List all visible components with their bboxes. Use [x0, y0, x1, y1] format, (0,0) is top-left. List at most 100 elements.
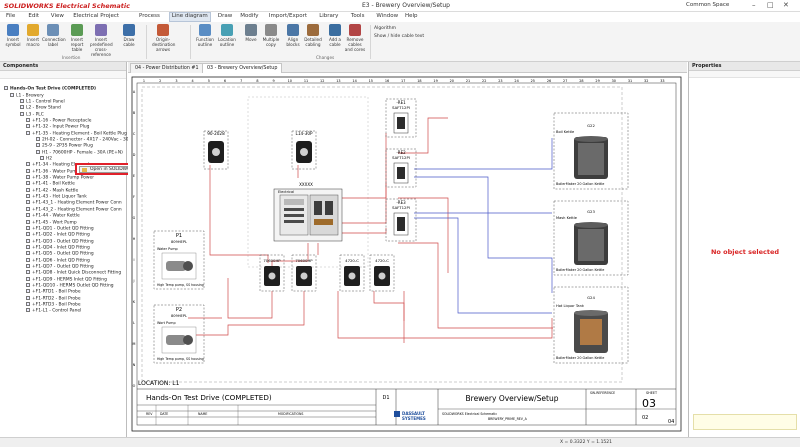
tree-item[interactable]: +F1-RTD2 - Boil Probe [26, 295, 81, 302]
menu-edit[interactable]: Edit [28, 13, 40, 19]
relay-re1: -RE1 SAFT12PI [385, 98, 417, 138]
tree-item[interactable]: H1 - 70600HP - Female - 30A (PE+N) [36, 149, 123, 156]
ribbon-button-insert-macro[interactable]: Insert macro [22, 24, 44, 54]
ribbon-button-draw-cable[interactable]: Draw cable [118, 24, 140, 54]
tree-item[interactable]: +F1-L1 - Control Panel [26, 308, 81, 314]
user-name[interactable]: Common Space [686, 2, 730, 8]
component-icon [26, 175, 30, 180]
ribbon-icon [157, 24, 169, 36]
ribbon-button-location-outline[interactable]: Location outline [216, 24, 238, 54]
tree-item[interactable]: +F1-QD1 - Outlet QD Fitting [26, 225, 94, 232]
close-icon[interactable]: ✕ [783, 1, 789, 9]
ribbon-button-move[interactable]: Move [240, 24, 262, 54]
menu-tools[interactable]: Tools [350, 13, 365, 19]
title-block-mod-header: MODIFICATIONS [278, 412, 303, 416]
ribbon-button-insert-report-table[interactable]: Insert report table [66, 24, 88, 54]
menu-window[interactable]: Window [376, 13, 399, 19]
menu-line-diagram[interactable]: Line diagram [168, 12, 211, 22]
menu-bar: File Edit View Electrical Project Process Lin… [0, 12, 800, 22]
tree-item[interactable]: +F1-RTD3 - Boil Probe [26, 302, 81, 308]
no-object-message: No object selected [710, 248, 780, 256]
tree-item[interactable]: +F1-41 - Boil Kettle [26, 181, 75, 187]
tree-item[interactable]: L1 - Brewery [10, 92, 44, 99]
ribbon-button-label: Function outline [196, 37, 214, 47]
tree-item[interactable]: +F1-RTD1 - Boil Probe [26, 289, 81, 295]
tree-item[interactable]: L3 - PLC [20, 111, 44, 118]
tree-item-label: +F1-RTD1 - Boil Probe [32, 289, 81, 295]
ribbon-button-detailed-cabling[interactable]: Detailed cabling [302, 24, 324, 54]
tree-item[interactable]: +F1-44 - Water Kettle [26, 213, 80, 219]
document-tab-1[interactable]: 04 - Power Distribution #1 [130, 63, 204, 73]
ribbon-button-label: Draw cable [123, 37, 135, 47]
tree-root[interactable]: Hands-On Test Drive (COMPLETED) [4, 86, 96, 92]
tree-item[interactable]: +F1-43_1 - Heating Element Power Conn [26, 200, 122, 206]
tree-item[interactable]: +F1-35 - Heating Element - Boil Kettle P… [26, 130, 127, 137]
ribbon-button-insert-predefined-cross-reference[interactable]: Insert predefined cross-reference [90, 24, 113, 57]
ribbon-button-multiple-copy[interactable]: Multiple copy [260, 24, 282, 54]
menu-help[interactable]: Help [405, 13, 418, 19]
column-label: 27 [563, 79, 567, 83]
ribbon-button-insert-symbol[interactable]: Insert symbol [2, 24, 24, 54]
tree-item[interactable]: +F1-QD9 - HERMS Inlet QD Fitting [26, 276, 107, 283]
ribbon-button-remove-cables-and-cores[interactable]: Remove cables and cores [344, 24, 366, 54]
tree-item[interactable]: +F1-45 - Wort Pump [26, 219, 77, 226]
ribbon-button-origin-destination-arrows[interactable]: Origin-destination arrows [152, 24, 175, 54]
tree-item[interactable]: L1 - Control Panel [20, 98, 65, 105]
ribbon-icon [287, 24, 299, 36]
tree-item[interactable]: +F1-QD5 - Outlet QD Fitting [26, 251, 94, 257]
title-block-ref-label: SW-REFERENCE [590, 391, 615, 395]
tree-item-label: L2 - Brew Stand [26, 105, 61, 111]
tree-item-label: +F1-QD5 - Outlet QD Fitting [32, 251, 94, 257]
outlet-2: 70600HP [291, 254, 317, 292]
tree-item[interactable]: +F1-QD6 - Inlet QD Fitting [26, 257, 90, 264]
ribbon-button-align-blocks[interactable]: Align blocks [282, 24, 304, 54]
tree-item[interactable]: L2 - Brew Stand [20, 105, 61, 111]
tree-item[interactable]: +F1-43_2 - Heating Element Power Conn [26, 206, 122, 213]
menu-library[interactable]: Library [319, 13, 339, 19]
ribbon-button-add-a-cable[interactable]: Add a cable [324, 24, 346, 54]
tree-item[interactable]: +F1-QD8 - Inlet Quick Disconnect Fitting [26, 270, 121, 276]
document-tab-2[interactable]: 03 - Brewery Overview/Setup [202, 63, 283, 73]
menu-import-export[interactable]: Import/Export [268, 13, 308, 19]
tree-item[interactable]: +F1-QD2 - Inlet QD Fitting [26, 232, 90, 238]
maximize-icon[interactable]: □ [767, 1, 774, 9]
row-label: C [133, 132, 136, 136]
ribbon-button-label: Location outline [218, 37, 236, 47]
tree-item[interactable]: +F1-42 - Mash Kettle [26, 187, 78, 194]
kettle-desc-boil: BoilerMaker 20 Gallon Kettle [556, 182, 604, 186]
ribbon-option-algorithm[interactable]: Algorithm [374, 26, 397, 31]
tree-item[interactable]: H2 [40, 156, 52, 162]
tree-item[interactable]: +F1-16 - Power Receptacle [26, 117, 91, 124]
tree-item[interactable]: +F1-QD4 - Inlet QD Fitting [26, 244, 90, 251]
tree-item[interactable]: +F1-QD7 - Outlet QD Fitting [26, 263, 94, 270]
tree-item-label: +F1-QD3 - Outlet QD Fitting [32, 239, 94, 245]
tree-item[interactable]: 2S-9 - 2P3S Power Plug [36, 143, 93, 149]
tree-item[interactable]: 2H-02 - Connector - 4X17 - 240Vac - 30A [36, 136, 132, 143]
menu-view[interactable]: View [50, 13, 64, 19]
menu-modify[interactable]: Modify [240, 13, 259, 19]
tree-item[interactable]: +F1-34 - Heating Element [26, 162, 89, 168]
tree-item[interactable]: +F1-32 - Input Power Plug [26, 124, 89, 130]
tree-item[interactable]: +F1-36 - Water Pump Power [26, 168, 94, 175]
ribbon-button-connection-label[interactable]: Connection label [42, 24, 66, 54]
window-title: E3 - Brewery Overview/Setup [362, 2, 450, 9]
menu-draw[interactable]: Draw [217, 13, 233, 19]
tree-item[interactable]: +F1-QD3 - Outlet QD Fitting [26, 238, 94, 245]
ribbon-option-show-hide-cable-text[interactable]: Show / hide cable text [374, 34, 425, 39]
tree-item[interactable]: +F1-38 - Water Pump Power [26, 175, 94, 181]
component-icon [26, 238, 30, 243]
ribbon-button-function-outline[interactable]: Function outline [194, 24, 216, 54]
menu-process[interactable]: Process [139, 13, 160, 19]
tree-item[interactable]: +F1-QD10 - HERMS Outlet QD Fitting [26, 283, 114, 289]
column-label: 15 [369, 79, 373, 83]
tree-item-label: +F1-QD8 - Inlet Quick Disconnect Fitting [32, 270, 122, 276]
menu-electrical-project[interactable]: Electrical Project [73, 13, 120, 19]
row-label: M [133, 342, 136, 346]
minimize-icon[interactable]: – [752, 1, 756, 9]
row-label: D [133, 153, 136, 157]
tree-item[interactable]: +F1-43 - Hot Liquor Tank [26, 194, 87, 200]
tree-item-label: +F1-45 - Wort Pump [32, 220, 77, 225]
menu-file[interactable]: File [6, 13, 16, 19]
